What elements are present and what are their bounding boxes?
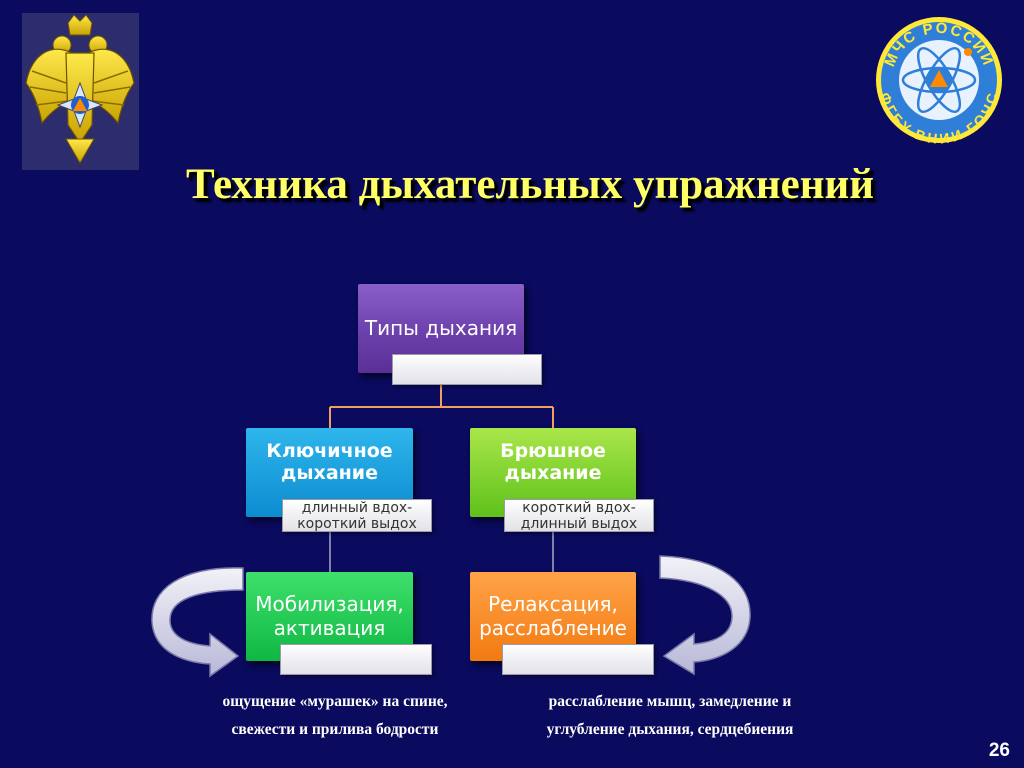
eagle-emblem-icon xyxy=(25,14,135,164)
caption-right: расслабление мышц, замедление и углублен… xyxy=(490,688,850,744)
caption-right-line-2: углубление дыхания, сердцебиения xyxy=(546,721,794,738)
note-clavicular-breathing: длинный вдох-короткий выдох xyxy=(282,499,432,532)
result-connector-lines xyxy=(329,530,554,572)
note-abdominal-breathing: короткий вдох-длинный выдох xyxy=(504,499,654,532)
cycle-arrow-right-icon xyxy=(659,555,751,676)
mchs-round-logo-icon: МЧС РОССИИ ФГБУ ВНИИ ГОЧС xyxy=(876,17,1002,147)
cycle-arrow-left-icon xyxy=(151,567,244,678)
node-mobilization-tab xyxy=(280,644,432,675)
slide-title: Техника дыхательных упражнений xyxy=(185,161,875,208)
node-relaxation-tab xyxy=(502,644,654,675)
caption-left: ощущение «мурашек» на спине, свежести и … xyxy=(170,688,500,744)
mchs-logo: МЧС РОССИИ ФГБУ ВНИИ ГОЧС xyxy=(868,16,1011,147)
eagle-emblem xyxy=(22,13,139,170)
page-number: 26 xyxy=(988,740,1010,761)
node-breathing-types-tab xyxy=(392,354,542,385)
caption-right-line-1: расслабление мышц, замедление и xyxy=(548,693,792,710)
caption-left-line-1: ощущение «мурашек» на спине, xyxy=(222,693,448,710)
caption-left-line-2: свежести и прилива бодрости xyxy=(231,721,439,738)
